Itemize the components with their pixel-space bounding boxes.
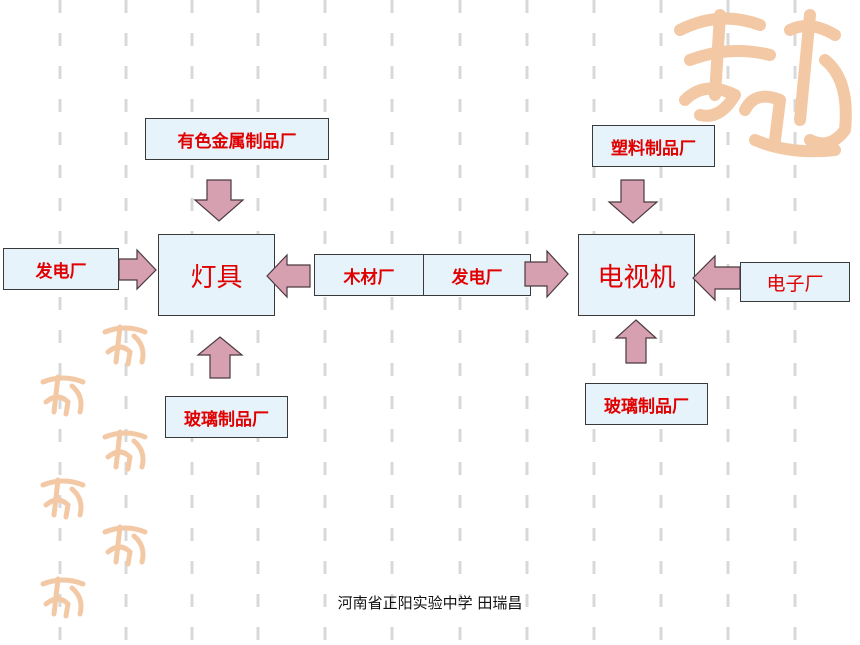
arrow-left-to-lamp (266, 253, 311, 299)
arrow-up-to-tv (614, 319, 658, 364)
box-power-plant-left: 发电厂 (3, 248, 119, 290)
calligraphy-seal-small (102, 324, 148, 367)
calligraphy-seal-small (102, 429, 148, 472)
arrow-up-to-lamp (196, 336, 244, 379)
box-nonferrous-metal-factory: 有色金属制品厂 (145, 118, 329, 160)
arrow-down-to-lamp (193, 179, 245, 222)
calligraphy-seal-small (40, 576, 86, 619)
box-wood-factory: 木材厂 (314, 254, 424, 296)
arrow-left-to-tv (692, 254, 741, 302)
box-glass-factory-right: 玻璃制品厂 (585, 383, 708, 425)
arrow-right-to-lamp (118, 248, 157, 291)
arrow-down-to-tv (607, 179, 659, 224)
footer-author: 河南省正阳实验中学 田瑞昌 (337, 594, 523, 612)
calligraphy-seal-small (102, 524, 148, 567)
arrow-right-to-tv (524, 249, 569, 299)
box-power-plant-middle: 发电厂 (423, 254, 531, 296)
calligraphy-seal-small (40, 477, 86, 520)
calligraphy-seal-large (674, 9, 852, 158)
box-electronics-factory: 电子厂 (740, 262, 850, 302)
box-television: 电视机 (578, 234, 695, 316)
box-glass-factory-left: 玻璃制品厂 (165, 396, 288, 438)
calligraphy-seal-small (40, 374, 86, 417)
box-plastic-factory: 塑料制品厂 (592, 125, 715, 167)
box-lamp: 灯具 (158, 234, 275, 316)
